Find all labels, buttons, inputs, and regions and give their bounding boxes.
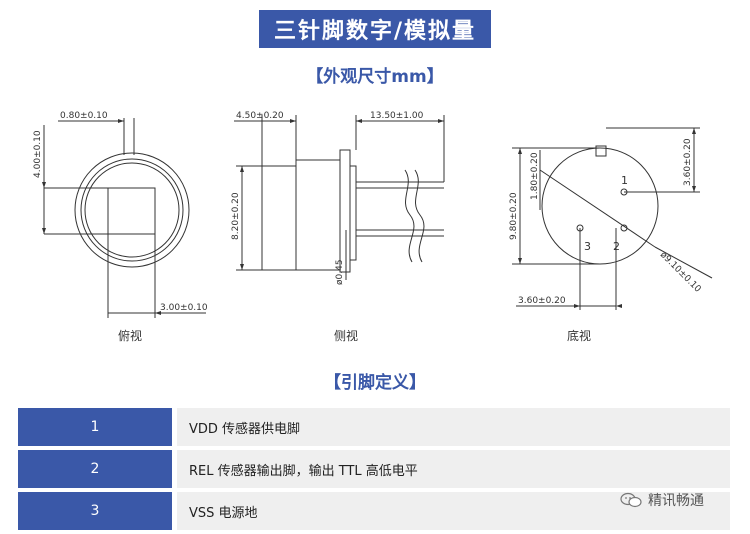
dim-bottom-right: 3.60±0.20: [683, 138, 693, 186]
view-label-bottom: 底视: [567, 328, 591, 343]
dim-top-tab: 0.80±0.10: [60, 111, 108, 121]
dim-bottom-pin-offset: 1.80±0.20: [530, 152, 540, 200]
page-title: 三针脚数字/模拟量: [259, 10, 491, 48]
dim-side-dia: 8.20±0.20: [231, 192, 241, 240]
pin-number: 3: [18, 492, 172, 530]
wechat-icon: [620, 492, 642, 508]
pin-description: REL 传感器输出脚，输出 TTL 高低电平: [177, 450, 730, 488]
bottom-view: [512, 127, 713, 310]
pin-3-label: 3: [584, 240, 591, 253]
dim-side-pin-dia: ø0.45: [335, 259, 345, 285]
dim-side-cap: 4.50±0.20: [236, 111, 284, 121]
top-view: [43, 118, 206, 318]
pin-2-label: 2: [613, 240, 620, 253]
view-label-side: 侧视: [334, 328, 358, 343]
pin-1-label: 1: [621, 174, 628, 187]
pin-number: 2: [18, 450, 172, 488]
pin-row: 1 VDD 传感器供电脚: [18, 408, 730, 446]
watermark-text: 精讯畅通: [648, 493, 704, 509]
side-view: [234, 115, 445, 280]
pin-row: 2 REL 传感器输出脚，输出 TTL 高低电平: [18, 450, 730, 488]
dim-bottom-outer: ø9.10±0.10: [658, 250, 703, 295]
dim-bottom-pin-span: 3.60±0.20: [518, 296, 566, 306]
section-title-pins: 【引脚定义】: [324, 373, 426, 393]
section-title-dimensions: 【外观尺寸mm】: [306, 67, 444, 87]
view-label-top: 俯视: [118, 328, 142, 343]
dim-top-height: 4.00±0.10: [33, 130, 43, 178]
dim-top-window: 3.00±0.10: [160, 303, 208, 313]
pin-number: 1: [18, 408, 172, 446]
pin-description: VDD 传感器供电脚: [177, 408, 730, 446]
watermark: 精讯畅通: [620, 490, 704, 510]
dimension-drawing: 0.80±0.10 4.00±0.10 3.00±0.10 4.50±0.20 …: [33, 111, 713, 343]
dim-bottom-diameter: 9.80±0.20: [509, 192, 519, 240]
dim-side-leg: 13.50±1.00: [370, 111, 424, 121]
